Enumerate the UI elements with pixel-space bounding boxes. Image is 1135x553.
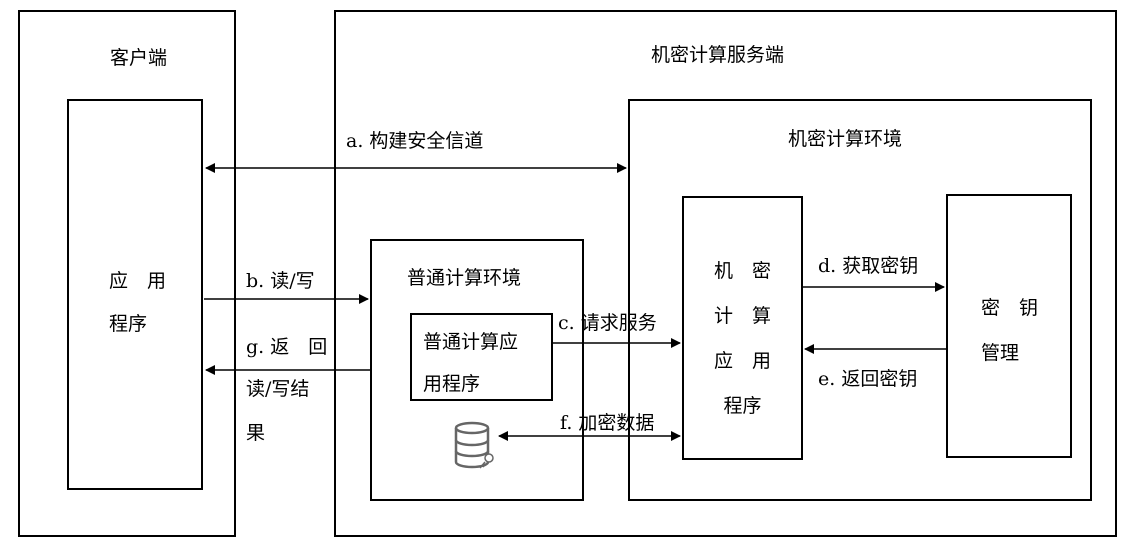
arrow-d-label: d. 获取密钥: [818, 255, 919, 277]
normal-env-title: 普通计算环境: [407, 267, 522, 289]
confidential-app-box: [682, 196, 803, 460]
confidential-app-label: 机 密 计 算 应 用 程序: [682, 249, 803, 429]
confidential-app-line: 机 密: [713, 260, 771, 282]
server-box: [334, 10, 1117, 537]
arrow-g-label-line2: 读/写结: [246, 378, 310, 400]
database-key-icon: [454, 421, 494, 469]
confidential-env-box: [628, 99, 1092, 501]
server-title: 机密计算服务端: [651, 44, 785, 66]
confidential-app-line: 计 算: [713, 305, 771, 327]
arrow-a-label: a. 构建安全信道: [346, 130, 484, 152]
key-mgmt-label-line1: 密 钥: [981, 297, 1039, 319]
normal-app-label-line2: 用程序: [423, 373, 481, 395]
arrow-g-label-line1: g. 返 回: [246, 336, 328, 358]
arrow-b-label: b. 读/写: [246, 270, 315, 292]
confidential-env-title: 机密计算环境: [788, 128, 903, 150]
arrow-f-label: f. 加密数据: [560, 412, 655, 434]
confidential-app-line: 程序: [723, 395, 762, 417]
client-box: [18, 10, 236, 537]
client-app-label-line2: 程序: [109, 313, 148, 335]
arrow-e-label: e. 返回密钥: [818, 368, 918, 390]
client-app-box: [67, 99, 203, 490]
arrow-c-label: c. 请求服务: [558, 312, 657, 334]
key-mgmt-label-line2: 管理: [981, 342, 1020, 364]
arrow-g-label-line3: 果: [246, 422, 266, 444]
confidential-app-line: 应 用: [713, 350, 771, 372]
client-app-label-line1: 应 用: [109, 270, 167, 292]
normal-app-label-line1: 普通计算应: [423, 331, 519, 353]
client-title: 客户端: [110, 47, 168, 69]
key-mgmt-box: [946, 194, 1072, 458]
normal-env-box: [370, 239, 584, 501]
normal-app-box: [410, 313, 553, 401]
